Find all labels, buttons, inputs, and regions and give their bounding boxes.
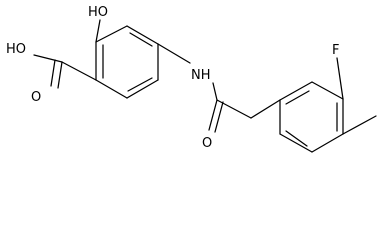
bond-ring2-inner-a xyxy=(285,90,310,105)
hydroxyl-label: HO xyxy=(88,5,108,20)
bond-c-f xyxy=(336,57,344,100)
atom-labels: HO HO O NH O F xyxy=(6,5,339,151)
bond-ring-carboxyl xyxy=(61,61,97,81)
bond-ring1-inner-a xyxy=(129,32,153,47)
bond-ring2-b xyxy=(279,81,313,101)
bond-carboxyl-co-a xyxy=(57,61,63,89)
bond-ring-nh xyxy=(157,43,191,64)
bond-lines xyxy=(33,19,377,153)
bond-amide-co-a xyxy=(208,99,218,131)
bond-ring2-inner-c xyxy=(285,130,308,147)
bond-c-methyl xyxy=(342,115,377,135)
bond-ring2-f xyxy=(279,133,313,153)
bond-ring1-a xyxy=(95,25,128,43)
bond-carboxyl-oh xyxy=(33,54,63,63)
bond-nh-carbonyl xyxy=(212,82,218,101)
bond-ring1-b xyxy=(126,25,159,45)
bond-ring2-a xyxy=(250,99,281,119)
bond-carboxyl-co-b xyxy=(50,59,56,87)
bond-ring1-inner-b xyxy=(127,77,153,92)
bond-ring1-d xyxy=(126,79,159,99)
chemical-structure-drawing: HO HO O NH O F xyxy=(6,5,377,153)
bond-ring2-e xyxy=(311,133,344,153)
bond-ring1-e xyxy=(95,79,128,99)
bond-carbonyl-ring xyxy=(216,99,252,119)
amide-carbonyl-oxygen-label: O xyxy=(202,136,212,151)
bond-ring2-c xyxy=(311,81,344,100)
bond-amide-co-b xyxy=(214,101,224,133)
amide-nh-label: NH xyxy=(191,68,211,83)
fluorine-label: F xyxy=(332,43,339,58)
bond-c-oh xyxy=(95,19,101,43)
acid-hydroxyl-label: HO xyxy=(6,42,26,57)
acid-carbonyl-oxygen-label: O xyxy=(31,90,41,105)
